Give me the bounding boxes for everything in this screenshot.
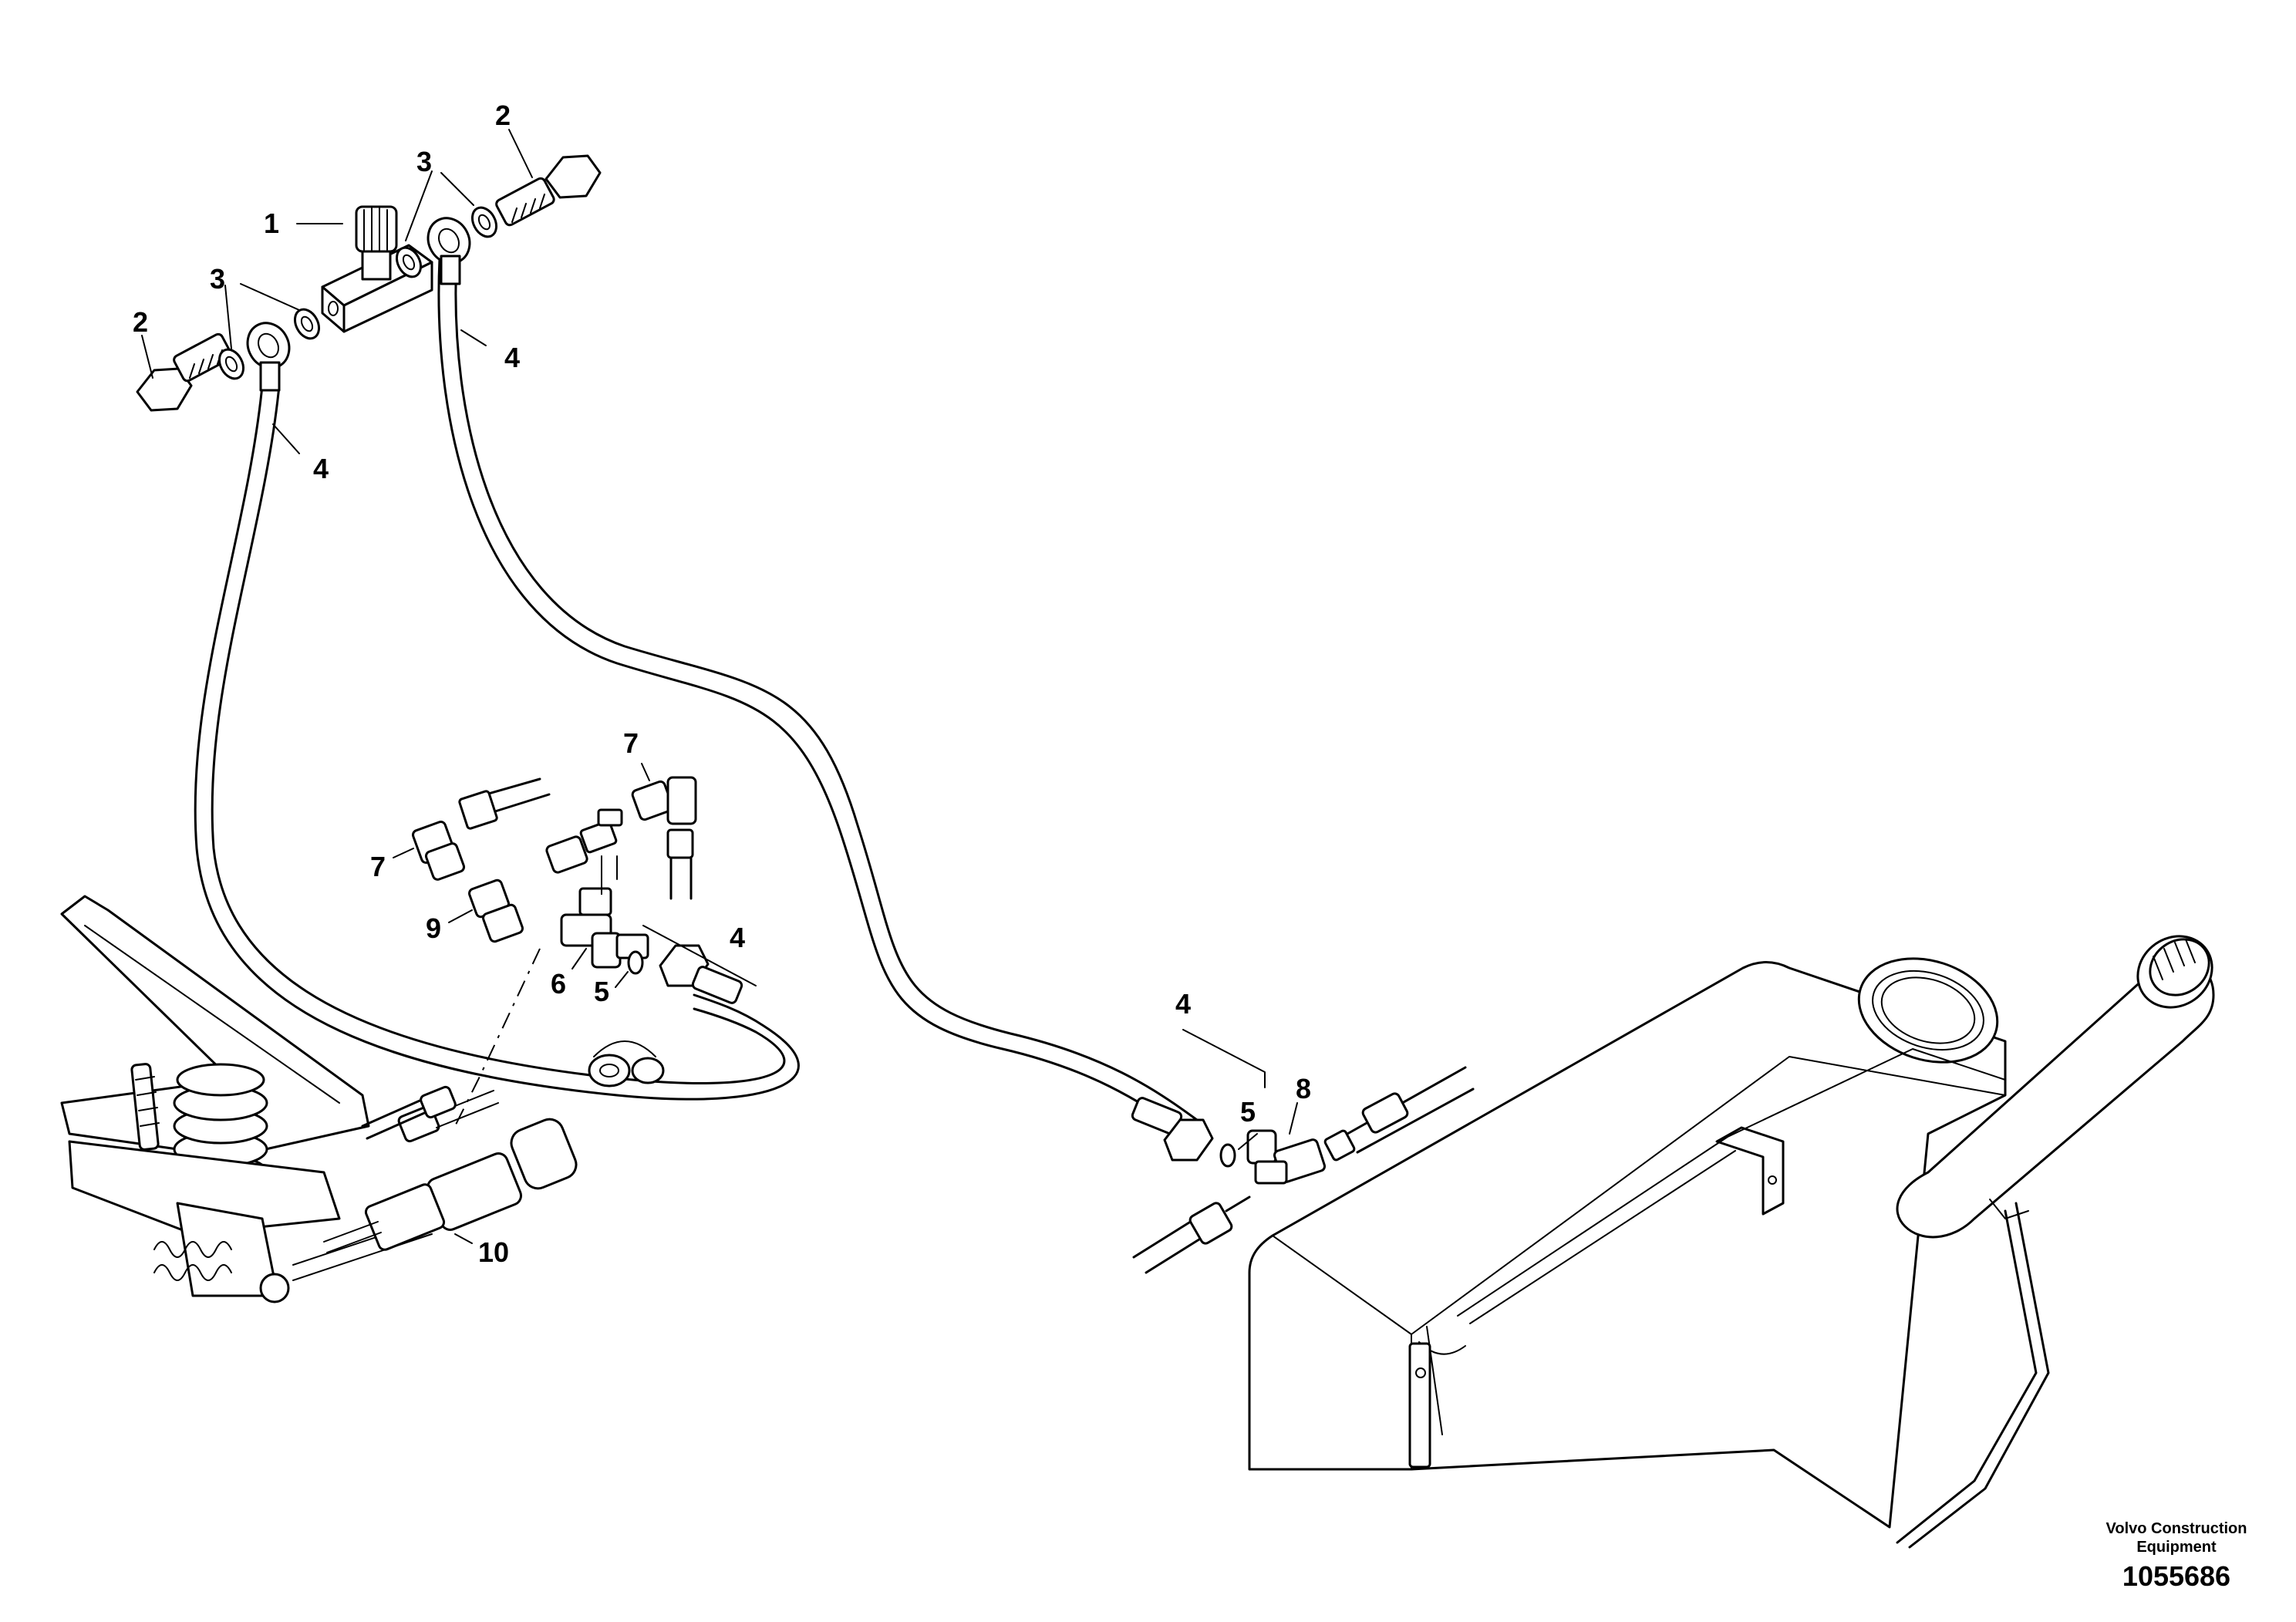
filler-neck: [1896, 935, 2215, 1239]
banjo-bolt-right: [495, 154, 602, 227]
pipe-upper-centre: [458, 777, 551, 830]
callout-5-lower-right: 5: [1240, 1096, 1256, 1128]
tee-fitting-upper: [545, 808, 623, 880]
callout-4-right-hose: 4: [504, 342, 520, 373]
seal-washer-right-inner: [395, 246, 423, 278]
callout-6: 6: [551, 968, 566, 1000]
callout-8: 8: [1296, 1073, 1311, 1104]
seal-washer-left-outer: [217, 348, 245, 380]
centre-line-pedal: [454, 948, 541, 1127]
seal-washer-right-outer: [470, 206, 498, 238]
callout-3-right: 3: [416, 146, 432, 177]
callout-4-lower-right: 4: [1175, 988, 1191, 1020]
elbow-fitting-lower: [468, 878, 524, 943]
pipe-tank-side: [1323, 1066, 1475, 1162]
callout-4-left-hose: 4: [313, 453, 329, 484]
company-name-line2: Equipment: [2136, 1539, 2217, 1556]
cable-pedal: [361, 1085, 457, 1140]
hose-end-centre: [659, 944, 743, 1004]
callout-7-upper: 7: [623, 727, 639, 759]
company-name-line1: Volvo Construction: [2106, 1520, 2247, 1537]
callout-4-centre: 4: [730, 922, 745, 953]
tank-wire: [1457, 1048, 2006, 1324]
elbow-fitting-right: [631, 776, 697, 900]
callout-3-left: 3: [210, 263, 225, 295]
callout-10: 10: [478, 1236, 509, 1268]
callout-1: 1: [264, 207, 279, 239]
tee-fitting-main: [560, 887, 649, 969]
small-fitting-floor: [588, 1040, 665, 1088]
pipe-lower-right: [1132, 1195, 1251, 1274]
callout-2-right: 2: [495, 99, 511, 131]
leader-lines: [141, 129, 1298, 1244]
banjo-fitting-right: [426, 217, 471, 285]
callout-9: 9: [426, 912, 441, 944]
adjusting-knob: [355, 205, 398, 281]
callout-7-left: 7: [370, 851, 386, 882]
callout-2-left: 2: [133, 306, 148, 338]
banjo-bolt-left: [136, 332, 233, 412]
fluid-tank: [1248, 957, 2007, 1529]
o-ring-centre: [627, 950, 644, 975]
seal-washer-left-inner: [293, 308, 321, 340]
drawing-number: 1055686: [2122, 1560, 2230, 1592]
pedal-assembly: [60, 895, 433, 1303]
elbow-fitting-left: [411, 820, 466, 881]
callout-5-centre: 5: [594, 976, 609, 1007]
banjo-fitting-left: [246, 322, 291, 392]
tee-fitting-lower-right: [1246, 1129, 1327, 1185]
tank-strap: [1896, 1202, 2050, 1549]
hose-left: [194, 384, 800, 1101]
tank-bracket: [1715, 1126, 1785, 1216]
hose-end-lower-right: [1131, 1097, 1214, 1162]
brake-cylinder: [323, 1090, 578, 1253]
hose-right: [437, 257, 1199, 1135]
o-ring-lower-right: [1219, 1143, 1236, 1168]
